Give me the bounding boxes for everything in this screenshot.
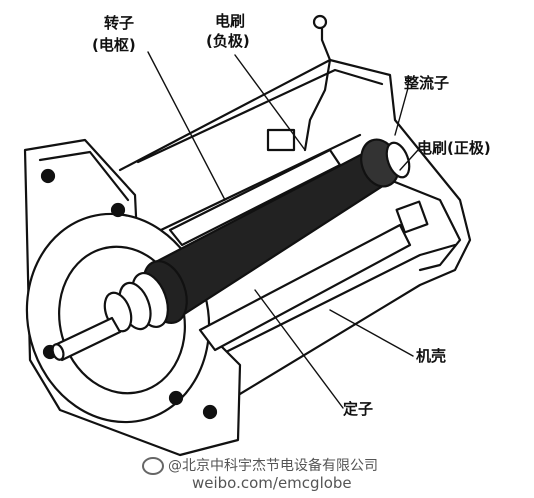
leader-brush-pos [399,149,419,171]
brush-wire [303,18,332,152]
watermark-line1: @北京中科宇杰节电设备有限公司 [142,455,378,475]
label-brush-neg: 电刷 [215,12,246,30]
brush-terminal [312,14,328,30]
housing-right-end [388,178,462,272]
brush-holder-pos [395,200,429,234]
leader-stator [254,289,344,409]
mount-hole-b [202,404,218,420]
watermark-text: @北京中科宇杰节电设备有限公司 [168,458,378,474]
label-housing: 机壳 [416,347,447,365]
mount-hole-tl [40,168,56,184]
commutator-face [385,141,411,179]
leader-brush-neg [234,54,306,151]
flange-inner-edge [38,150,130,202]
leader-commutator [394,87,409,136]
label-rotor: 转子 [104,14,135,32]
housing-top-edge [136,68,384,164]
leader-housing [329,309,414,357]
watermark-line2: weibo.com/emcglobe [192,474,352,492]
mount-hole-tr [110,202,126,218]
stator-pole-top [168,148,342,247]
label-commutator: 整流子 [404,74,450,92]
housing-bottom [208,243,457,362]
weibo-logo-icon [142,457,164,475]
label-stator: 定子 [343,400,374,418]
leader-rotor [147,51,226,201]
label-rotor-sub: (电枢) [92,36,136,54]
brush-holder-neg [266,128,296,152]
shaft-tip [51,343,65,361]
stator-pole-bottom [198,223,412,352]
label-brush-pos: 电刷(正极) [417,139,491,157]
label-brush-neg-sub: (负极) [206,32,250,50]
mount-hole-br [168,390,184,406]
